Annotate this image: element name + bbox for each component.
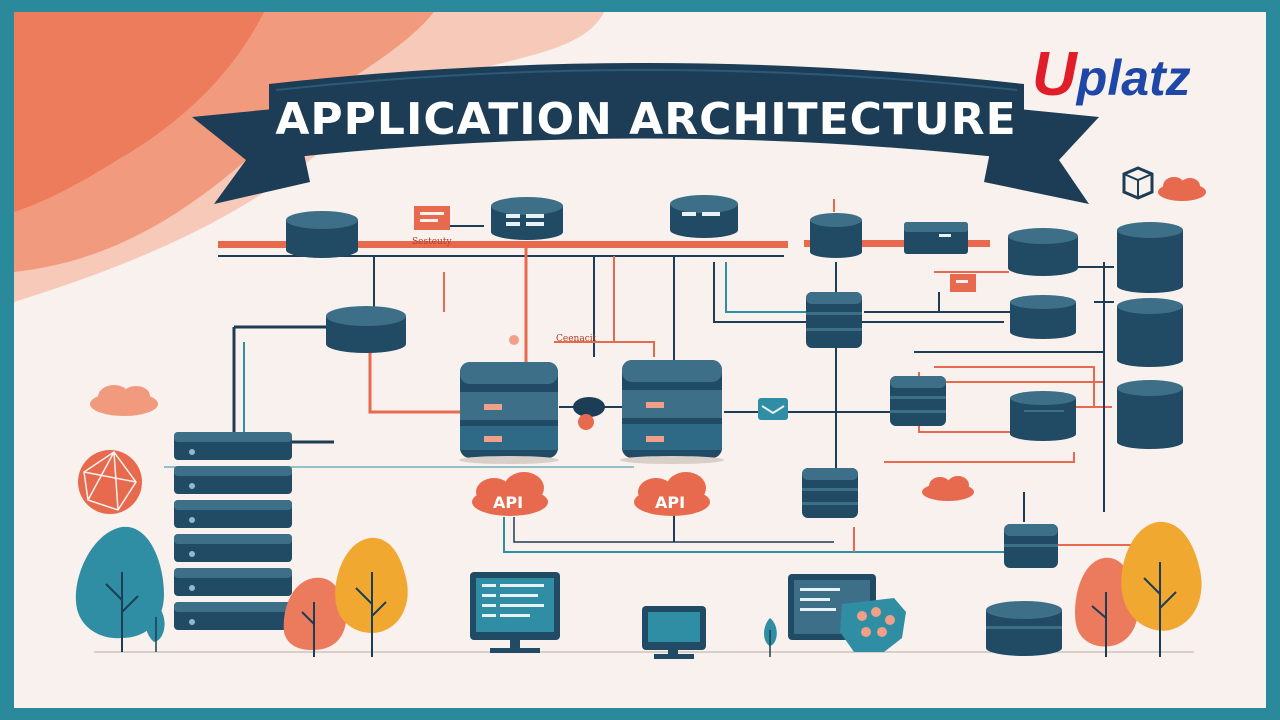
brand-logo: Uplatz [1032,40,1191,109]
title-banner: APPLICATION ARCHITECTURE [192,63,1099,204]
connect-label-group: Ceenacit [509,334,597,345]
database-icon [286,211,358,258]
database-icon [1117,298,1183,367]
label-connect: Ceenacit [556,334,597,344]
tree-icon [75,526,164,652]
disk-stack-icon [1004,524,1058,568]
tree-icon [1121,521,1202,657]
cube-icon [1122,166,1154,200]
tree-icon [283,577,347,657]
brand-u: U [1032,40,1079,109]
cloud-icon [90,385,158,416]
database-icon [986,601,1062,656]
database-icon [1008,228,1078,276]
sticky-note-icon: Sesteuty [412,206,452,247]
tree-icon [764,618,777,657]
database-icon [1117,222,1183,293]
message-icon [758,398,788,420]
monitor-icon [470,572,560,653]
label-top: Sesteuty [412,237,452,247]
database-icon [1010,391,1076,441]
database-icon [1117,380,1183,449]
api-left-label: API [493,493,523,512]
title-text: APPLICATION ARCHITECTURE [275,94,1016,145]
background-swoosh [14,12,604,302]
tree-icon [335,537,408,657]
disk-stack-icon [890,376,946,426]
architecture-diagram: APPLICATION ARCHITECTURE Uplatz [14,12,1206,659]
monitor-icon [642,606,706,659]
database-icon [1010,295,1076,339]
server-rack-icon [904,222,968,254]
database-icon [810,213,862,258]
database-icon [326,306,406,353]
disk-stack-icon [802,468,858,518]
database-icon [670,195,738,238]
illustration-canvas: APPLICATION ARCHITECTURE Uplatz [14,12,1266,708]
device-cluster-icon [840,598,906,652]
api-cloud-icon: API [634,472,710,516]
network-globe-icon [78,450,142,514]
tree-icon [145,602,165,652]
cloud-icon [1158,177,1206,201]
database-icon [491,197,563,240]
server-stack-icon [459,362,559,464]
cloud-icon [922,476,974,501]
server-tower-icon [174,432,292,630]
server-stack-icon [620,360,724,464]
api-cloud-icon: API [472,472,548,516]
disk-stack-icon [806,292,862,348]
tag-icon [950,274,976,292]
api-right-label: API [655,493,685,512]
svg-text:Uplatz: Uplatz [1032,40,1191,109]
link-icon [573,397,605,430]
brand-rest: platz [1075,50,1191,106]
